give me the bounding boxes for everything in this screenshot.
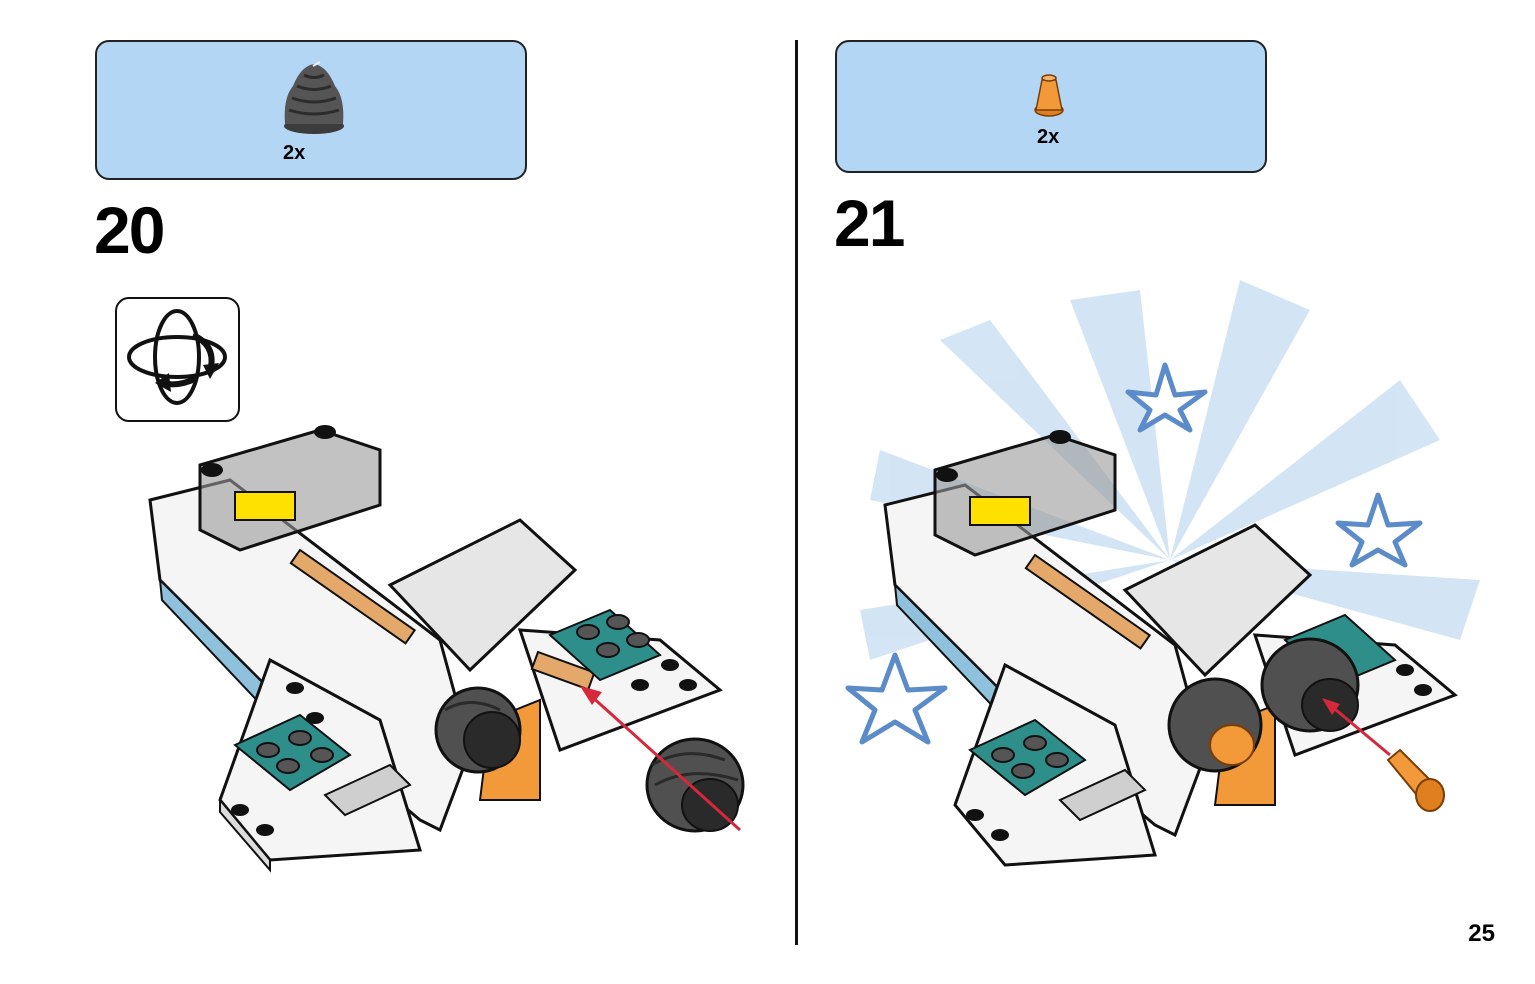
parts-box-step-21: 2x [835, 40, 1267, 173]
star-icon [1125, 362, 1208, 433]
star-icon [845, 652, 948, 745]
spaceship-model-step-20 [148, 425, 745, 873]
rotate-icon [127, 309, 227, 405]
orange-cone-part-icon [1034, 74, 1064, 117]
part-quantity: 2x [1037, 126, 1060, 148]
parts-box-step-20: 2x [95, 40, 527, 180]
engine-cone-loose [645, 737, 745, 833]
page-divider [795, 40, 798, 945]
step-number: 21 [834, 186, 905, 260]
rotate-model-callout [115, 297, 240, 422]
spaceship-model-step-21 [845, 280, 1480, 867]
step-number: 20 [94, 193, 165, 267]
part-quantity: 2x [283, 142, 306, 164]
star-icon [1335, 492, 1423, 568]
engine-cone-part-icon [284, 61, 344, 134]
orange-cone-loose [1386, 748, 1445, 812]
page-number: 25 [1468, 920, 1495, 947]
